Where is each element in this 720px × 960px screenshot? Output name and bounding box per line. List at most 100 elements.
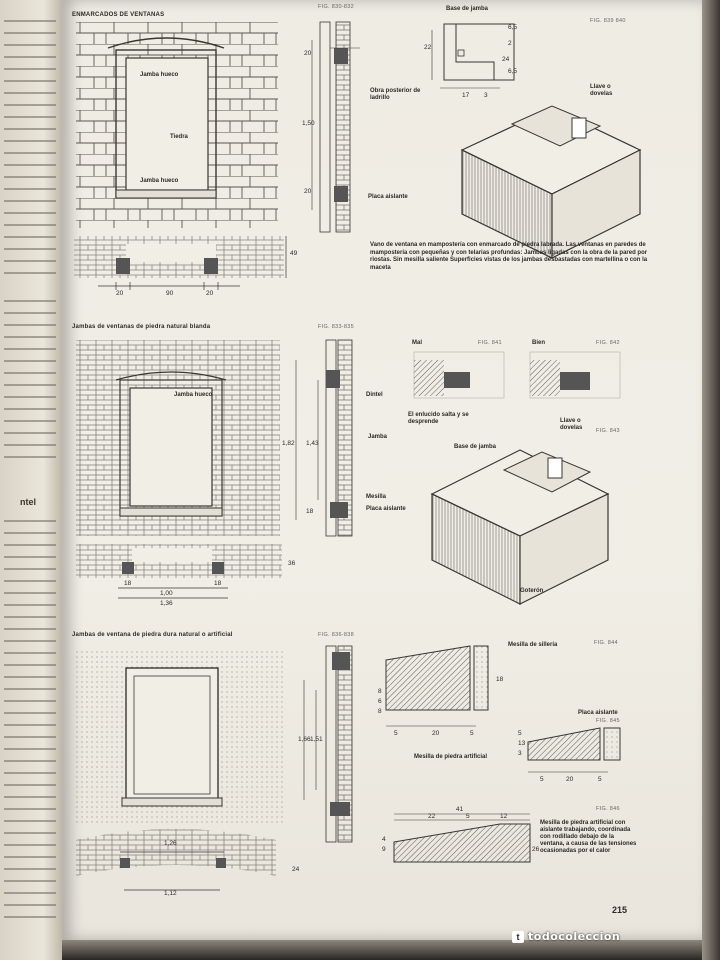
dim-s3-m5: 5 bbox=[394, 730, 398, 737]
section3-fig-c: FIG. 845 bbox=[596, 718, 620, 724]
section2-fig-d: FIG. 843 bbox=[596, 428, 620, 434]
watermark-logo-icon: t bbox=[512, 931, 524, 943]
label-s2-note: El enlucido salta y se desprende bbox=[408, 412, 469, 425]
section1-stone-wall-elevation bbox=[76, 22, 278, 228]
dim-s3-m2: 6 bbox=[378, 698, 382, 705]
dim-s3-side: 24 bbox=[292, 866, 300, 873]
section1-jamb-base-plan bbox=[431, 23, 515, 89]
label-llave-1: Llave o dovelas bbox=[590, 84, 613, 97]
dim-s2-w1: 1,00 bbox=[160, 590, 173, 597]
dim-s3-h1: 1,66 bbox=[298, 736, 311, 743]
dim-s3-p7: 26 bbox=[532, 846, 540, 853]
label-goteron: Goterón bbox=[520, 588, 544, 594]
section1-fig-a: FIG. 830-832 bbox=[318, 4, 355, 10]
section3-fig-a: FIG. 836-838 bbox=[318, 632, 355, 638]
dim-s3-p1: 41 bbox=[456, 806, 464, 813]
dim-s3-n5: 20 bbox=[566, 776, 574, 783]
watermark-text: todocoleccion bbox=[528, 930, 621, 943]
label-tiedra: Tiedra bbox=[170, 134, 188, 140]
dim-s3-n4: 5 bbox=[540, 776, 544, 783]
section2-plan bbox=[76, 544, 282, 599]
section2-fig-b: FIG. 841 bbox=[478, 340, 502, 346]
dim-s3-p2: 22 bbox=[428, 813, 436, 820]
dim-s1-b2: 3 bbox=[484, 92, 488, 99]
dim-s1-v3: 20 bbox=[304, 188, 312, 195]
dim-s2-h2: 1,43 bbox=[306, 440, 319, 447]
label-placa-3: Placa aislante bbox=[578, 710, 618, 716]
dim-s3-top1: 1,26 bbox=[164, 840, 177, 847]
section3-plan bbox=[76, 829, 276, 891]
section2-mal-bien-details bbox=[413, 351, 621, 399]
section3-sill-details bbox=[385, 645, 621, 863]
label-jamb-upper: Jamba hueco bbox=[140, 72, 179, 78]
dim-s3-p5: 9 bbox=[382, 846, 386, 853]
section2-fig-c: FIG. 842 bbox=[596, 340, 620, 346]
bottom-page-edge bbox=[62, 940, 702, 960]
left-page-strip: ntel bbox=[0, 0, 62, 960]
section1-fig-b: FIG. 839 840 bbox=[590, 18, 626, 24]
label-mesilla-art: Mesilla de piedra artificial bbox=[414, 754, 488, 760]
dim-s1-v2: 1,50 bbox=[302, 120, 315, 127]
section3-dotted-wall-elevation bbox=[76, 648, 286, 824]
dim-s3-m1: 8 bbox=[378, 688, 382, 695]
dim-s2-s1: 18 bbox=[124, 580, 132, 587]
dim-s3-n3: 3 bbox=[518, 750, 522, 757]
section2-title: Jambas de ventanas de piedra natural bla… bbox=[72, 324, 211, 330]
section3-vertical-section bbox=[303, 645, 353, 843]
dim-s1-bv4: 6,5 bbox=[508, 68, 518, 75]
dim-s2-hb: 36 bbox=[288, 560, 296, 567]
label-jamb-lower: Jamba hueco bbox=[140, 178, 179, 184]
dim-s1-bv3: 6,5 bbox=[508, 24, 518, 31]
dim-s1-height: 49 bbox=[290, 250, 298, 257]
label-llave-2: Llave o dovelas bbox=[560, 418, 583, 431]
section2-fig-a: FIG. 833-835 bbox=[318, 324, 355, 330]
section3-fig-b: FIG. 844 bbox=[594, 640, 618, 646]
dim-s3-p3: 5 bbox=[466, 813, 470, 820]
dim-s3-m6: 20 bbox=[432, 730, 440, 737]
section2-brick-wall-elevation bbox=[76, 340, 280, 536]
dim-s1-left: 20 bbox=[116, 290, 124, 297]
label-backwall: Obra posterior de ladrillo bbox=[370, 88, 421, 101]
label-jamba: Jamba bbox=[368, 434, 388, 440]
dim-s3-m3: 8 bbox=[378, 708, 382, 715]
page-number: 215 bbox=[612, 905, 628, 915]
dim-s1-v1: 20 bbox=[304, 50, 312, 57]
dim-s3-h2: 1,51 bbox=[310, 736, 323, 743]
section3-fig-d: FIG. 846 bbox=[596, 806, 620, 812]
dim-s2-h1: 1,82 bbox=[282, 440, 295, 447]
dim-s3-n1: 5 bbox=[518, 730, 522, 737]
dim-s2-w2: 1,36 bbox=[160, 600, 173, 607]
dim-s3-p6: 4 bbox=[382, 836, 386, 843]
section2-vertical-section bbox=[295, 339, 353, 537]
dim-s1-center: 90 bbox=[166, 290, 174, 297]
label-placa-1: Placa aislante bbox=[368, 194, 408, 200]
dim-s1-bv2: 24 bbox=[502, 56, 510, 63]
label-base-jamba-2: Base de jamba bbox=[454, 444, 497, 450]
label-base-jamba-1: Base de jamba bbox=[446, 6, 489, 12]
label-s2-jamb: Jamba hueco bbox=[174, 392, 213, 398]
dim-s1-b1: 17 bbox=[462, 92, 470, 99]
label-s3-note: Mesilla de piedra artificial con aislant… bbox=[540, 820, 637, 854]
label-mesilla: Mesilla bbox=[366, 494, 387, 500]
section1-isometric-block bbox=[460, 105, 642, 259]
left-column-heading: ntel bbox=[20, 497, 37, 507]
dim-s2-b1: 18 bbox=[306, 508, 314, 515]
dim-s3-n6: 5 bbox=[598, 776, 602, 783]
section1-caption: Vano de ventana en mampostería con enmar… bbox=[370, 242, 648, 271]
label-placa-2: Placa aislante bbox=[366, 506, 406, 512]
dim-s2-s2: 18 bbox=[214, 580, 222, 587]
label-bien: Bien bbox=[532, 340, 546, 346]
dim-s3-n2: 13 bbox=[518, 740, 526, 747]
section1-vertical-section bbox=[311, 21, 360, 233]
right-page-edge bbox=[702, 0, 720, 960]
dim-s3-m4: 18 bbox=[496, 676, 504, 683]
section3-title: Jambas de ventana de piedra dura natural… bbox=[72, 632, 233, 638]
section1-title: ENMARCADOS DE VENTANAS bbox=[72, 12, 165, 18]
section2-isometric-block bbox=[430, 449, 610, 605]
dim-s3-m7: 5 bbox=[470, 730, 474, 737]
dim-s1-bv5: 2 bbox=[508, 40, 512, 47]
label-mesilla-sill: Mesilla de sillería bbox=[508, 642, 558, 648]
dim-s3-p4: 12 bbox=[500, 813, 508, 820]
label-mal: Mal bbox=[412, 340, 423, 346]
